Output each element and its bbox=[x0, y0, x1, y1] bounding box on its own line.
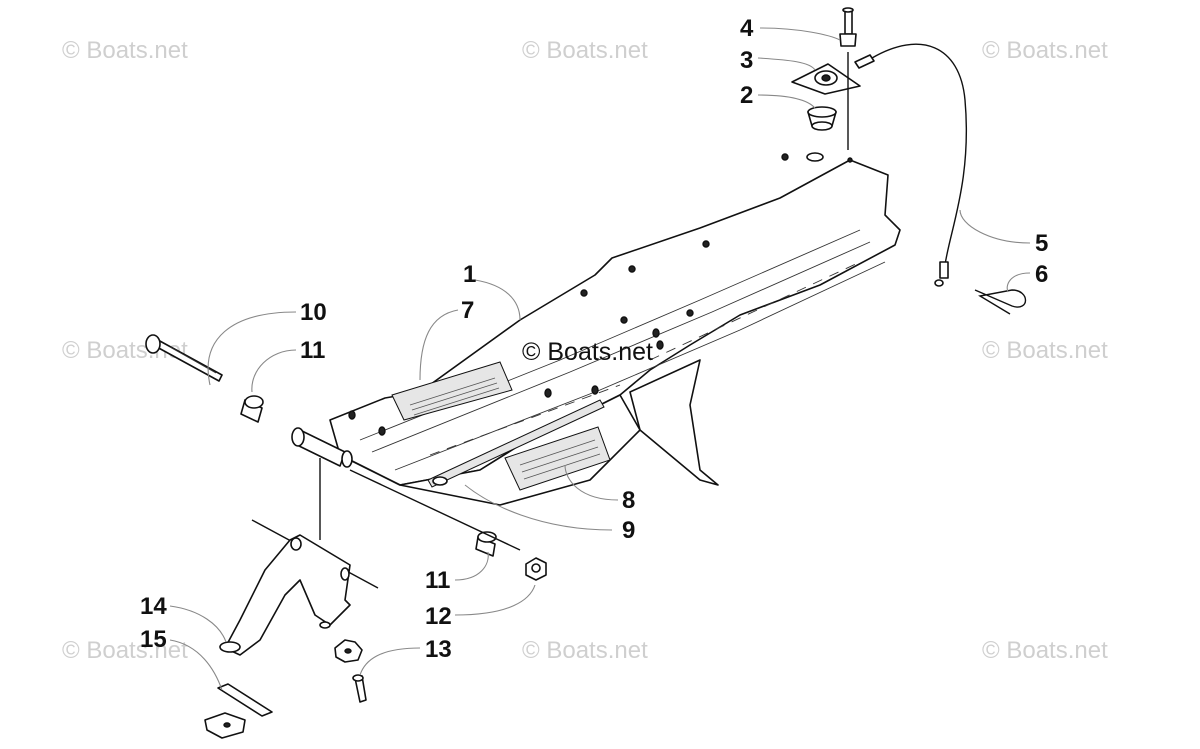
decal-7 bbox=[391, 361, 513, 421]
board-ridge bbox=[371, 241, 871, 453]
callout-14: 14 bbox=[140, 593, 167, 620]
callout-4: 4 bbox=[740, 15, 754, 42]
callout-6: 6 bbox=[1035, 261, 1048, 288]
decal-8 bbox=[504, 426, 611, 491]
axis-line bbox=[349, 469, 521, 551]
bracket-14 bbox=[219, 534, 351, 656]
callout-2: 2 bbox=[740, 82, 753, 109]
callout-5: 5 bbox=[1035, 230, 1048, 257]
callout-13: 13 bbox=[425, 636, 452, 663]
watermark: © Boats.net bbox=[982, 337, 1108, 364]
hitch-pin-6 bbox=[934, 279, 1027, 315]
watermark-center: © Boats.net bbox=[522, 338, 653, 366]
callouts: 1 2 3 4 5 6 7 8 9 10 11 11 12 13 14 15 bbox=[140, 15, 1048, 663]
plate-15 bbox=[204, 683, 273, 739]
tether-cable-5 bbox=[854, 43, 968, 279]
rivet-13 bbox=[352, 674, 367, 703]
callout-10: 10 bbox=[300, 299, 327, 326]
running-board-part bbox=[329, 152, 901, 506]
watermark: © Boats.net bbox=[522, 37, 648, 64]
decal-9 bbox=[427, 399, 605, 488]
hinge-tube bbox=[291, 427, 353, 468]
callout-11-upper: 11 bbox=[300, 337, 325, 364]
callout-7: 7 bbox=[461, 297, 474, 324]
board-rear-fin bbox=[629, 359, 719, 486]
callout-11-lower: 11 bbox=[425, 567, 450, 594]
callout-12: 12 bbox=[425, 603, 452, 630]
bolt-10 bbox=[145, 334, 223, 382]
callout-8: 8 bbox=[622, 487, 635, 514]
bushing-11-upper bbox=[240, 395, 264, 423]
board-ridge bbox=[394, 261, 886, 471]
grommet-2 bbox=[807, 106, 837, 131]
pin-4 bbox=[839, 7, 857, 47]
callout-3: 3 bbox=[740, 47, 753, 74]
watermark: © Boats.net bbox=[982, 637, 1108, 664]
callout-15: 15 bbox=[140, 626, 167, 653]
bushing-11-lower bbox=[475, 531, 497, 557]
watermark: © Boats.net bbox=[62, 637, 188, 664]
watermark: © Boats.net bbox=[62, 37, 188, 64]
watermarks: © Boats.net © Boats.net © Boats.net © Bo… bbox=[62, 37, 1108, 664]
nut-12 bbox=[525, 557, 547, 581]
leader-lines bbox=[169, 27, 1031, 691]
callout-9: 9 bbox=[622, 517, 635, 544]
plate-3 bbox=[791, 63, 861, 95]
watermark: © Boats.net bbox=[522, 637, 648, 664]
star-washer bbox=[334, 639, 363, 663]
watermark: © Boats.net bbox=[982, 37, 1108, 64]
board-slots bbox=[429, 261, 861, 456]
callout-1: 1 bbox=[463, 261, 476, 288]
